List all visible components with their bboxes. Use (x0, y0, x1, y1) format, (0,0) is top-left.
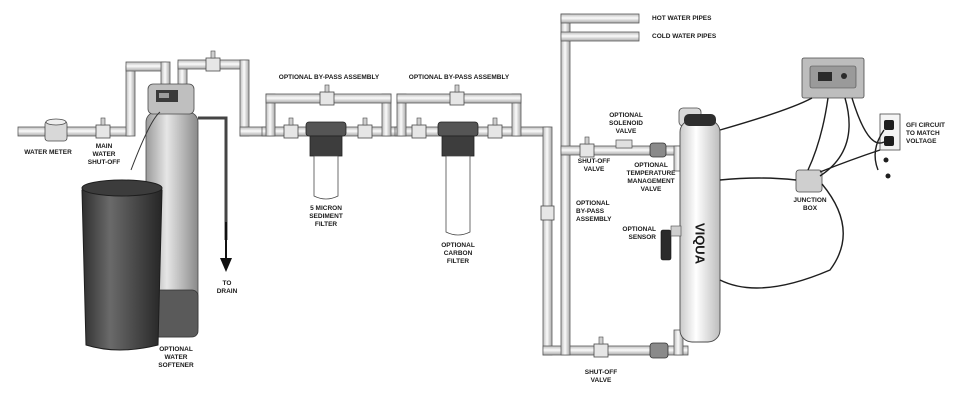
junction-box-icon (795, 169, 823, 193)
uv-controller-icon (801, 57, 865, 99)
cold-water-pipes-label: COLD WATER PIPES (652, 33, 717, 40)
water-softener (81, 83, 228, 351)
valve-icon (283, 84, 373, 139)
electrical-wiring (719, 97, 885, 289)
uv-system-icon (660, 107, 721, 343)
bypass-assembly-label-2: OPTIONAL BY-PASS ASSEMBLY (408, 74, 510, 81)
valve-icon (540, 136, 669, 359)
optional-bypass-vertical-label: OPTIONAL BY-PASS ASSEMBLY (576, 200, 612, 223)
valve-icon (411, 84, 503, 139)
hot-water-pipes-label: HOT WATER PIPES (652, 15, 712, 22)
temperature-valve-label: OPTIONAL TEMPERATURE MANAGEMENT VALVE (626, 162, 676, 193)
uv-brand-label: VIQUA (692, 222, 708, 265)
junction-box-label: JUNCTION BOX (793, 197, 827, 212)
outlet-icon (879, 113, 901, 151)
shutoff-valve-bottom-label: SHUT-OFF VALVE (584, 369, 618, 384)
sediment-filter-icon (305, 121, 347, 200)
water-meter-label: WATER METER (24, 149, 72, 156)
carbon-filter-icon (437, 121, 479, 236)
bypass-assembly-label-1: OPTIONAL BY-PASS ASSEMBLY (278, 74, 380, 81)
to-drain-label: TO DRAIN (216, 280, 238, 295)
solenoid-valve-label: OPTIONAL SOLENOID VALVE (609, 112, 643, 135)
main-shutoff-label: MAIN WATER SHUT-OFF (87, 143, 121, 166)
gfi-circuit-label: GFI CIRCUIT TO MATCH VOLTAGE (906, 122, 945, 145)
carbon-filter-label: OPTIONAL CARBON FILTER (441, 242, 475, 265)
shutoff-valve-top-label: SHUT-OFF VALVE (577, 158, 611, 173)
sediment-filter-label: 5 MICRON SEDIMENT FILTER (309, 205, 343, 228)
water-softener-label: OPTIONAL WATER SOFTENER (158, 346, 194, 369)
power-plug-icon (883, 157, 891, 179)
sensor-label: OPTIONAL SENSOR (622, 226, 656, 241)
softener-bypass-valve-icon (205, 50, 221, 72)
water-meter-icon (44, 118, 68, 142)
uv-section-pipes (542, 13, 689, 356)
drain-arrow-icon (220, 222, 232, 272)
main-shutoff-valve-icon (95, 117, 111, 139)
